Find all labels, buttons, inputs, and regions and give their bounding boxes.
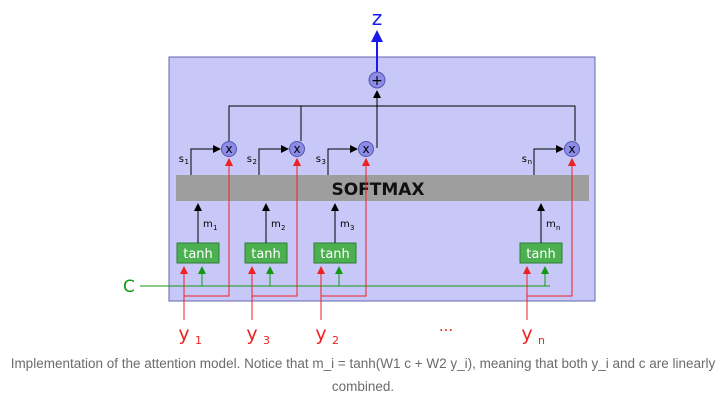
input-subscript: 2 bbox=[332, 334, 339, 347]
multiply-node bbox=[289, 141, 305, 157]
m-subscript: 2 bbox=[281, 224, 285, 232]
input-label: y bbox=[521, 323, 532, 345]
m-label: m bbox=[340, 219, 350, 230]
m-label: m bbox=[546, 219, 556, 230]
tanh-label: tanh bbox=[183, 247, 213, 262]
m-subscript: 1 bbox=[213, 224, 217, 232]
input-subscript: n bbox=[538, 334, 545, 347]
input-subscript: 3 bbox=[263, 334, 270, 347]
s-subscript: 1 bbox=[185, 158, 189, 166]
s-subscript: 3 bbox=[322, 158, 326, 166]
sum-node bbox=[368, 71, 386, 89]
input-label: y bbox=[178, 323, 189, 345]
sum-bus-line bbox=[228, 105, 576, 141]
m-label: m bbox=[271, 219, 281, 230]
input-label: y bbox=[246, 323, 257, 345]
figure-caption: Implementation of the attention model. N… bbox=[10, 356, 716, 394]
m-subscript: n bbox=[556, 224, 560, 232]
output-label: z bbox=[372, 6, 383, 30]
context-label: C bbox=[123, 277, 135, 297]
tanh-label: tanh bbox=[251, 247, 281, 262]
m-label: m bbox=[203, 219, 213, 230]
s-label: s bbox=[179, 154, 184, 165]
multiply-symbol: x bbox=[293, 142, 300, 156]
multiply-node bbox=[221, 141, 237, 157]
s-arrow bbox=[190, 145, 221, 175]
s-arrow bbox=[258, 145, 289, 175]
input-label: y bbox=[315, 323, 326, 345]
s-label: s bbox=[522, 154, 527, 165]
s-subscript: n bbox=[528, 158, 532, 166]
multiply-symbol: x bbox=[568, 142, 575, 156]
multiply-symbol: x bbox=[362, 142, 369, 156]
s-arrow bbox=[327, 145, 358, 175]
s-arrow bbox=[533, 145, 564, 175]
m-subscript: 3 bbox=[350, 224, 354, 232]
sum-symbol: + bbox=[371, 73, 383, 89]
multiply-node bbox=[358, 141, 374, 157]
input-subscript: 1 bbox=[195, 334, 202, 347]
ellipsis: ... bbox=[439, 317, 453, 335]
s-label: s bbox=[316, 154, 321, 165]
multiply-node bbox=[564, 141, 580, 157]
softmax-block bbox=[176, 175, 589, 201]
s-label: s bbox=[247, 154, 252, 165]
s-subscript: 2 bbox=[253, 158, 257, 166]
softmax-label: SOFTMAX bbox=[331, 180, 424, 200]
tanh-label: tanh bbox=[526, 247, 556, 262]
multiply-symbol: x bbox=[225, 142, 232, 156]
tanh-label: tanh bbox=[320, 247, 350, 262]
